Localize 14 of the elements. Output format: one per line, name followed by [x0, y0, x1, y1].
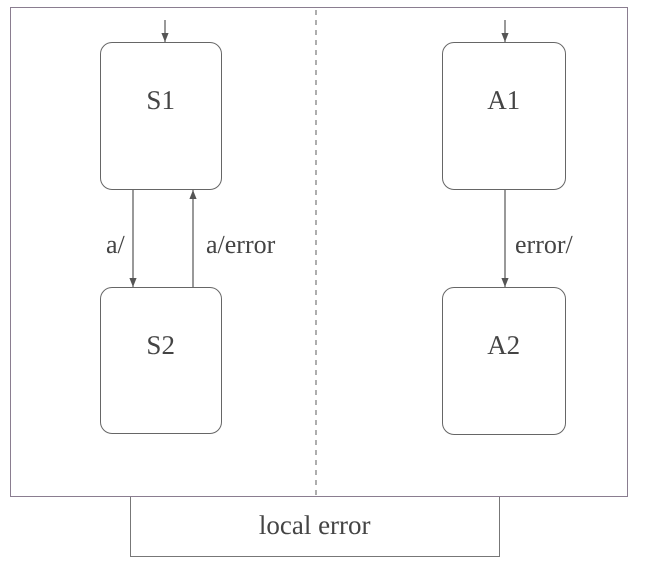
- transition-arrow: [129, 190, 137, 287]
- region-name-tab: local error: [130, 496, 500, 557]
- state-name: A1: [486, 84, 522, 116]
- state-name: A2: [486, 330, 522, 361]
- state-name: S2: [145, 330, 176, 361]
- transition-arrow: [161, 20, 169, 42]
- transition-arrow: [501, 190, 509, 287]
- state-box: [442, 42, 566, 190]
- transition-arrow: [189, 190, 197, 287]
- state-box: [100, 286, 222, 434]
- transition-arrow: [501, 20, 509, 42]
- state-name: S1: [145, 84, 176, 116]
- state-box: [100, 42, 222, 190]
- state-box: [442, 286, 566, 435]
